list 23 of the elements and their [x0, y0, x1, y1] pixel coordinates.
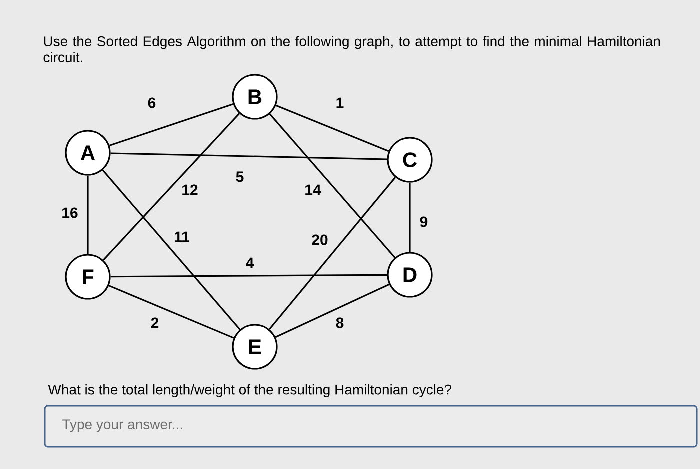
edge-weight: 16 — [60, 206, 80, 220]
edge-weight: 11 — [173, 230, 191, 244]
edge-weight: 20 — [310, 234, 330, 246]
graph-edge — [87, 176, 89, 254]
graph-edge — [275, 284, 390, 338]
question-text: What is the total length/weight of the resulting Hamiltonian cycle? — [48, 384, 452, 398]
graph-edge — [268, 177, 396, 330]
edge-weight: 14 — [304, 184, 322, 196]
graph-edge — [102, 170, 241, 330]
answer-field: Type your answer... — [44, 405, 698, 448]
graph-edge — [109, 104, 234, 147]
question-text: Use the Sorted Edges Algorithm on the following graph, to attempt to find the minimal Hamiltonian circuit. — [44, 36, 660, 62]
graph-edge — [110, 152, 388, 160]
graph-edge — [409, 182, 411, 252]
graph-edge — [108, 285, 234, 339]
edge-weight: 12 — [180, 184, 200, 196]
edge-weight: 8 — [334, 316, 346, 330]
graph-edge — [110, 274, 388, 278]
graph-edge — [102, 113, 240, 261]
edge-weight: 6 — [146, 96, 158, 110]
graph-edge — [276, 104, 390, 152]
graph-edge — [269, 114, 396, 258]
edge-weight: 9 — [418, 216, 430, 228]
